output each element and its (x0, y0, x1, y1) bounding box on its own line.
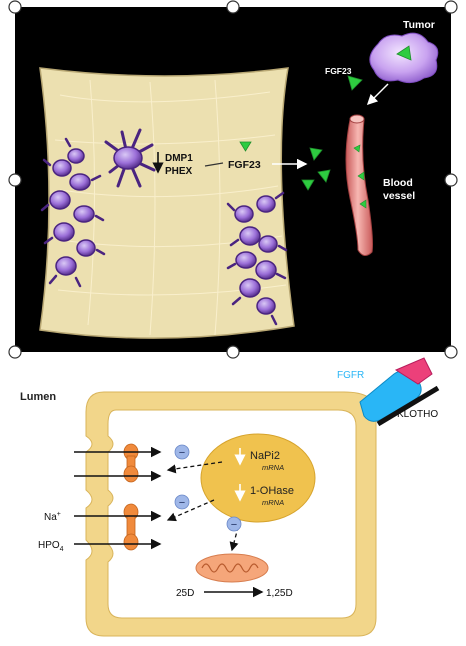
klotho-receptor (394, 357, 433, 385)
handle-top-right[interactable] (444, 0, 458, 14)
left-cluster-spikes (40, 137, 106, 288)
right-cell-cluster (234, 195, 278, 315)
na-label: Na+ (44, 511, 61, 523)
osteocyte-cell (104, 128, 156, 188)
selection-handles (8, 0, 458, 359)
nucleus (200, 433, 316, 523)
minus-symbol-3: − (231, 519, 237, 531)
mitochondrion (195, 553, 269, 583)
fgf23-triangle-center (239, 141, 252, 152)
fgf23-top-label: FGF23 (325, 66, 352, 76)
tumor-to-vessel-arrow (366, 83, 389, 106)
inhibition-arrows (166, 461, 241, 552)
tumor-label: Tumor (403, 19, 435, 31)
handle-bottom-left[interactable] (8, 345, 22, 359)
handle-bottom-right[interactable] (444, 345, 458, 359)
napi2-label: NaPi2 (250, 450, 280, 462)
blood-vessel-label-2: vessel (383, 190, 415, 202)
phex-label: PHEX (165, 166, 193, 177)
tumor-blob (369, 32, 439, 84)
bone-panel: DMP1 PHEX FGF23 Tumor FGF23 (8, 0, 458, 359)
25d-label: 25D (176, 588, 194, 599)
handle-middle-right[interactable] (444, 173, 458, 187)
dmp1-dash-connector (204, 162, 224, 167)
minus-symbol-1: − (179, 447, 185, 459)
handle-top-left[interactable] (8, 0, 22, 14)
ohase-mrna: mRNA (262, 498, 284, 507)
fgf23-center-label: FGF23 (228, 159, 261, 171)
napi2-mrna: mRNA (262, 463, 284, 472)
membrane-bar (376, 385, 440, 427)
minus-markers: − − − (174, 444, 242, 532)
lumen-label: Lumen (20, 391, 56, 403)
bone-matrix (39, 67, 295, 339)
125d-label: 1,25D (266, 588, 293, 599)
dmp1-label: DMP1 (165, 153, 193, 164)
handle-bottom-middle[interactable] (226, 345, 240, 359)
left-cell-cluster (49, 148, 96, 276)
minus-symbol-2: − (179, 497, 185, 509)
tumor-fgf23-triangle (396, 45, 412, 61)
handle-top-middle[interactable] (226, 0, 240, 14)
ohase-label: 1-OHase (250, 485, 294, 497)
blood-vessel-label-1: Blood (383, 177, 413, 189)
handle-middle-left[interactable] (8, 173, 22, 187)
klotho-label: KLOTHO (397, 409, 438, 420)
blood-vessel (345, 114, 373, 256)
kidney-tubule-panel: Lumen FGFR KLOTHO Na+ HPO4 (20, 357, 440, 637)
fgfr-label: FGFR (337, 370, 364, 381)
right-cluster-spikes (226, 191, 288, 326)
fgfr-klotho-receptor (359, 357, 440, 427)
fgf23-triangles-free (301, 75, 363, 191)
minus-circle-3 (226, 516, 242, 532)
minus-circle-1 (174, 444, 190, 460)
minus-circle-2 (174, 494, 190, 510)
hpo4-label: HPO4 (38, 540, 64, 553)
transport-arrows (74, 446, 162, 550)
